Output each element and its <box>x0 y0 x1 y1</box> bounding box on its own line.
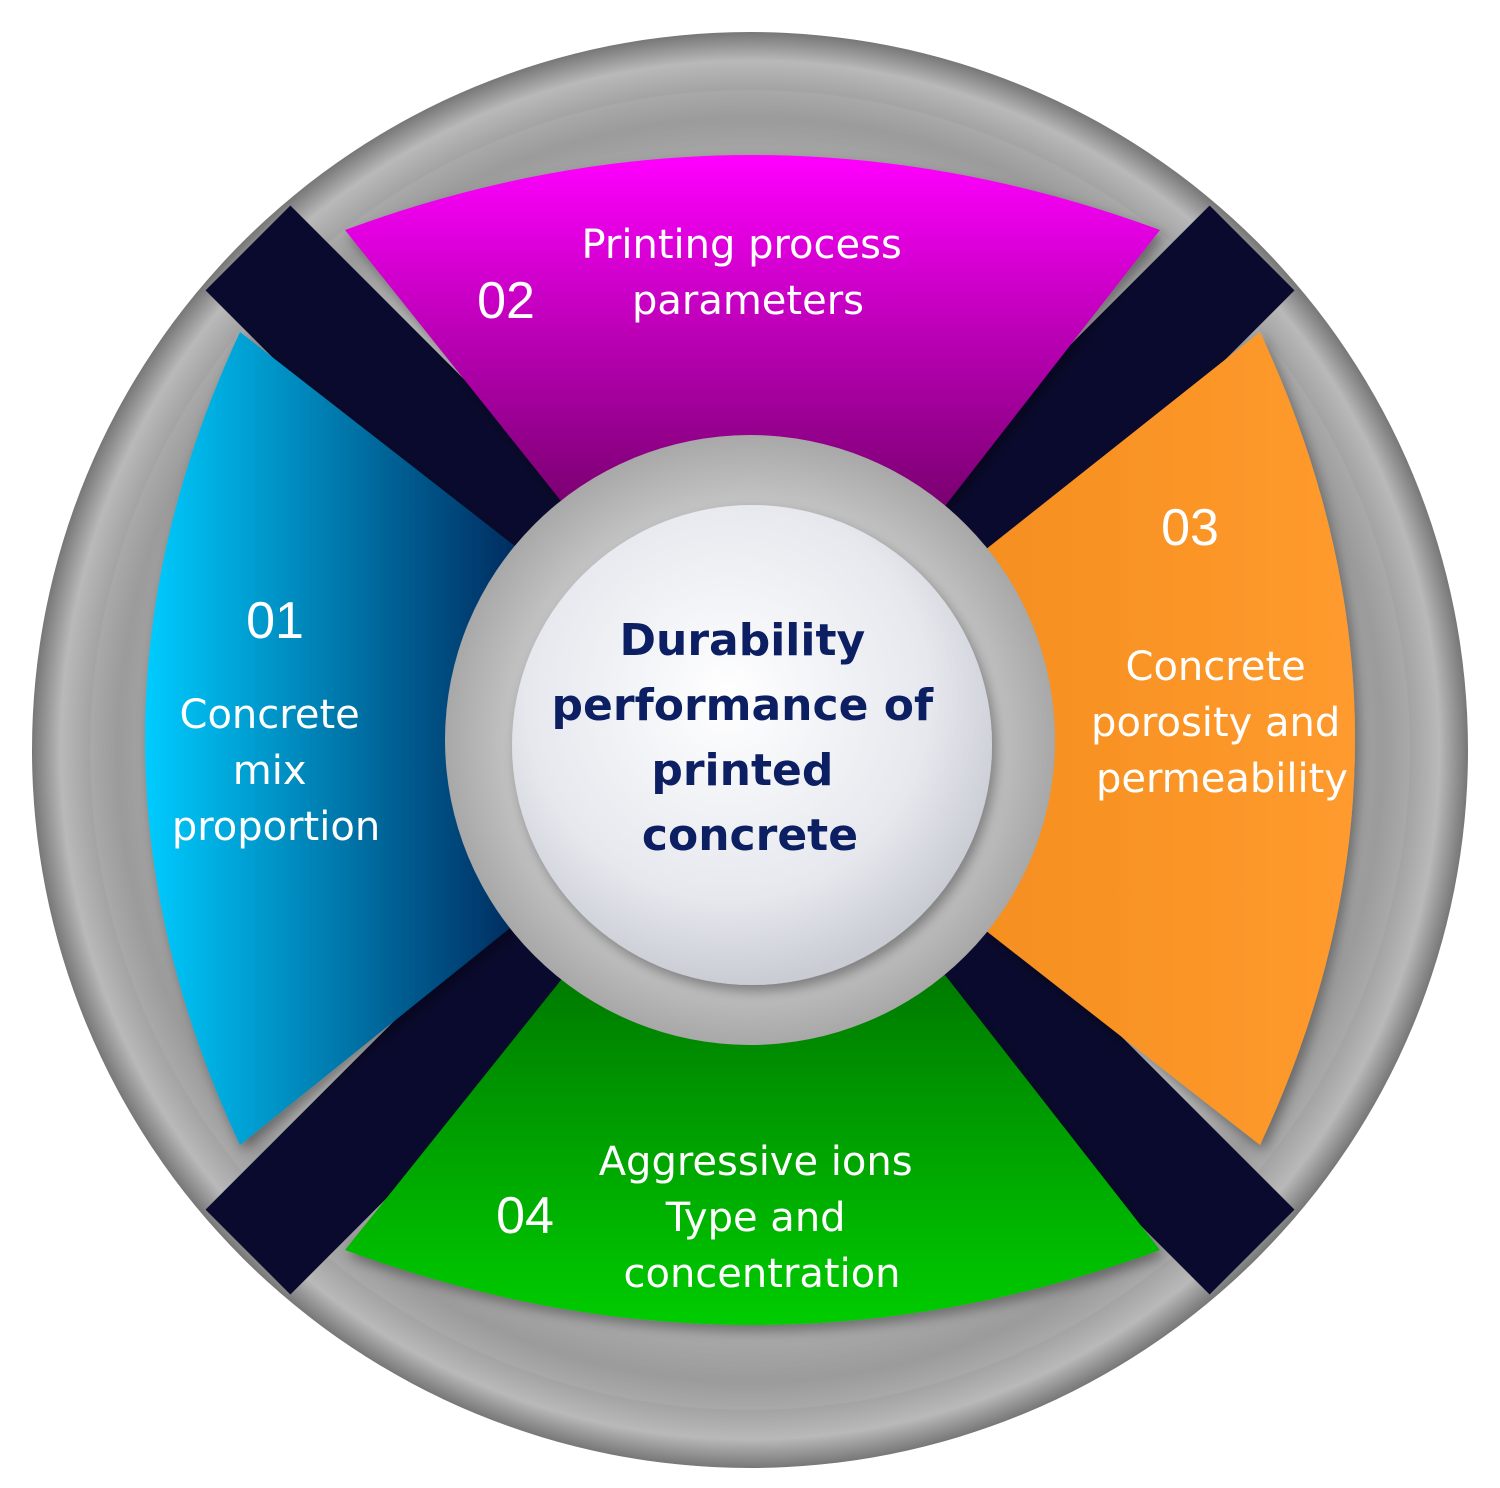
segment-02-shape <box>345 155 1160 506</box>
segment-03-number: 03 <box>1161 499 1219 557</box>
segment-03-label-line-3: permeability <box>1096 756 1348 802</box>
segment-04-shape <box>345 975 1160 1325</box>
segment-01-label-line-3: proportion <box>172 804 380 850</box>
segment-04-label-line-3: concentration <box>623 1251 900 1297</box>
segment-03-label: Concrete porosity and permeability <box>1091 644 1353 802</box>
segment-01-label-line-1: Concrete <box>180 692 360 738</box>
segment-02 <box>345 155 1160 506</box>
segment-04-label-line-2: Type and <box>665 1195 846 1241</box>
segment-02-label-line-2: parameters <box>632 278 864 324</box>
segment-03-label-line-2: porosity and <box>1091 700 1340 746</box>
segment-01-label-line-2: mix <box>233 748 307 794</box>
segment-03-shape <box>985 332 1355 1145</box>
segment-01 <box>145 332 520 1145</box>
segment-02-label: Printing process parameters <box>581 222 914 324</box>
segment-02-label-line-1: Printing process <box>581 222 901 268</box>
center-line-4: concrete <box>642 810 858 861</box>
segment-02-number: 02 <box>477 272 535 330</box>
segment-01-shape <box>145 332 520 1145</box>
center-disc <box>512 505 992 985</box>
center-line-2: performance of <box>552 680 934 731</box>
center-title: Durability performance of printed concre… <box>552 615 949 861</box>
segment-04-label-line-1: Aggressive ions <box>599 1139 913 1185</box>
center-line-3: printed <box>651 745 833 796</box>
segment-04-label: Aggressive ions Type and concentration <box>599 1139 926 1297</box>
segment-04 <box>345 975 1160 1325</box>
segment-03 <box>985 332 1355 1145</box>
segment-04-number: 04 <box>496 1187 554 1245</box>
segment-01-number: 01 <box>246 592 304 650</box>
segment-01-label: Concrete mix proportion <box>172 692 380 850</box>
segment-03-label-line-1: Concrete <box>1126 644 1306 690</box>
center-line-1: Durability <box>619 615 865 666</box>
